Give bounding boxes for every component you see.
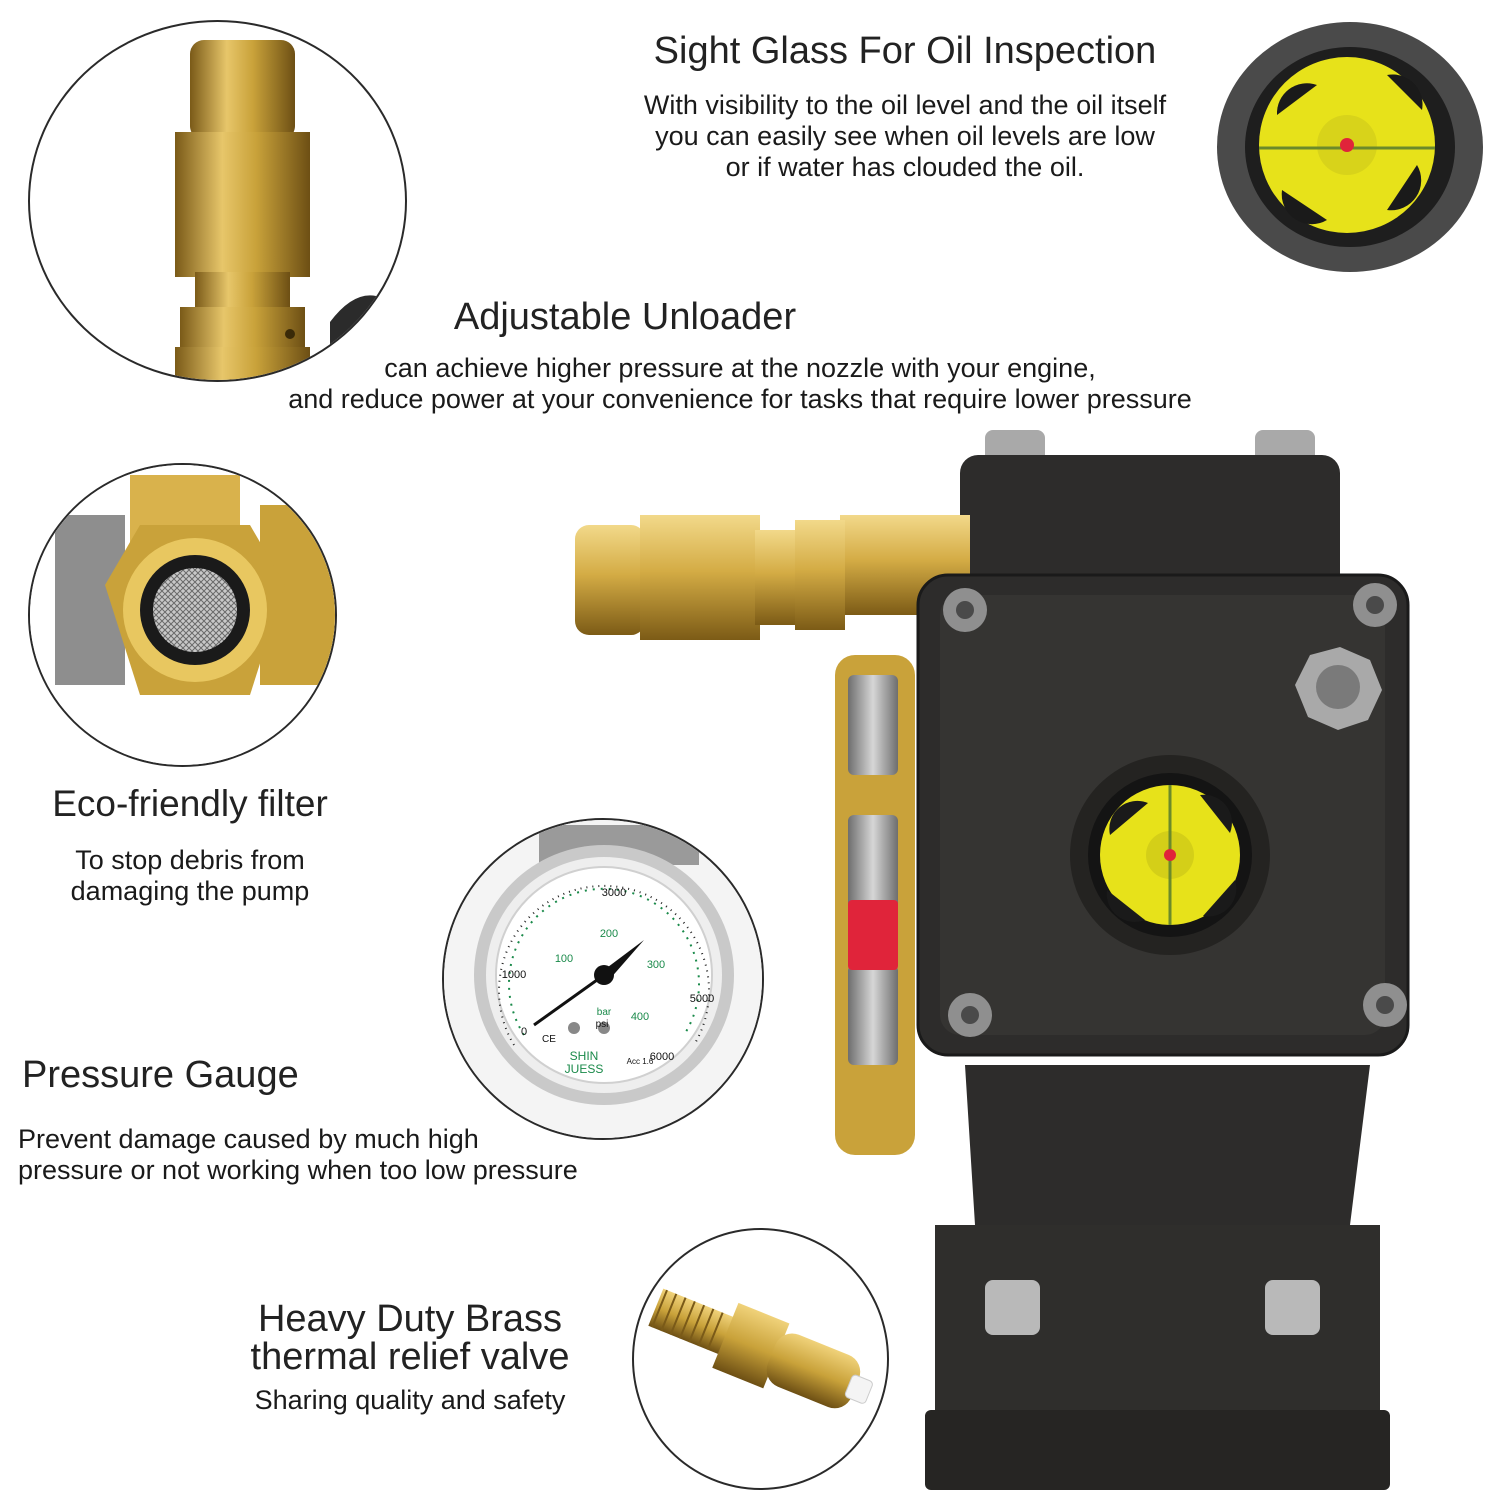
filter-description: To stop debris from damaging the pump [70, 845, 310, 906]
gauge-title: Pressure Gauge [22, 1054, 299, 1096]
gauge-label-1000: 1000 [502, 969, 526, 981]
relief-valve-title: Heavy Duty Brass thermal relief valve [250, 1298, 570, 1378]
gauge-description: Prevent damage caused by much high press… [18, 1124, 578, 1185]
pressure-washer-pump-icon [575, 430, 1410, 1490]
brass-unloader-icon [175, 40, 405, 380]
unloader-closeup [28, 20, 407, 382]
gauge-label-5000: 5000 [690, 993, 714, 1005]
unloader-description: can achieve higher pressure at the nozzl… [288, 353, 1192, 414]
unloader-title: Adjustable Unloader [453, 296, 797, 338]
relief-valve-closeup [632, 1228, 889, 1490]
relief-valve-description: Sharing quality and safety [254, 1385, 566, 1415]
gauge-label-0: 0 [521, 1026, 527, 1038]
gauge-accuracy: Acc 1.6 [627, 1057, 654, 1066]
pressure-gauge-closeup: 3000 200 100 300 1000 5000 400 0 bar psi… [442, 818, 764, 1140]
filter-title: Eco-friendly filter [52, 783, 328, 824]
gauge-ce-mark: CE [542, 1034, 556, 1045]
filter-mesh-icon [30, 465, 335, 765]
pressure-gauge-icon: 3000 200 100 300 1000 5000 400 0 bar psi… [444, 820, 762, 1138]
gauge-brand-line1: SHIN [570, 1049, 599, 1063]
gauge-label-400: 400 [631, 1011, 649, 1023]
filter-closeup [28, 463, 337, 767]
sight-glass-description: With visibility to the oil level and the… [643, 90, 1167, 182]
gauge-unit-bar: bar [597, 1007, 612, 1018]
gauge-label-100: 100 [555, 953, 573, 965]
pump-main-image [570, 425, 1420, 1495]
gauge-label-300: 300 [647, 959, 665, 971]
gauge-unit-psi: psi [596, 1019, 609, 1030]
sight-glass-icon [1217, 22, 1483, 272]
gauge-brand-line2: JUESS [565, 1062, 604, 1076]
gauge-label-6000: 6000 [650, 1051, 674, 1063]
sight-glass-title: Sight Glass For Oil Inspection [653, 30, 1157, 72]
sight-glass-closeup [1215, 20, 1485, 275]
relief-valve-icon [648, 1288, 873, 1409]
gauge-label-3000: 3000 [602, 887, 626, 899]
gauge-label-200: 200 [600, 928, 618, 940]
